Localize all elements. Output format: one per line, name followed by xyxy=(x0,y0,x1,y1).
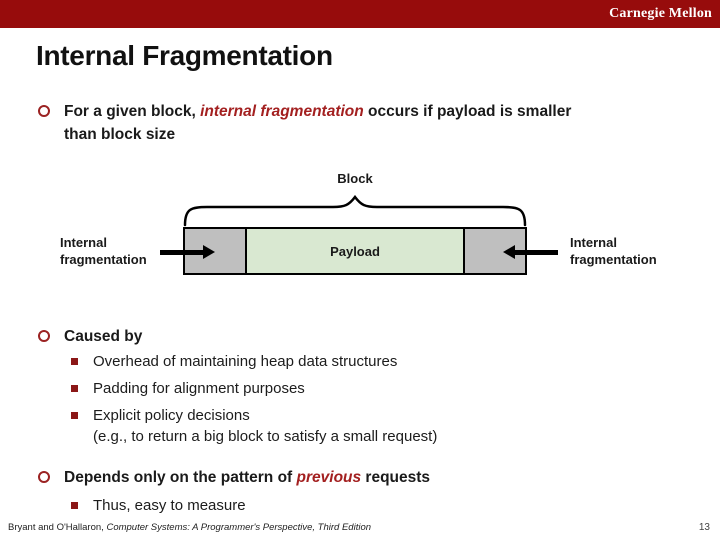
caused-by-heading: Caused by xyxy=(64,328,143,345)
depends-post: requests xyxy=(361,469,431,486)
bullet-depends: Depends only on the pattern of previous … xyxy=(36,466,430,489)
policy-decisions-text: Explicit policy decisions xyxy=(93,407,250,424)
square-bullet-icon xyxy=(71,385,78,392)
square-bullet-icon xyxy=(71,358,78,365)
list-item-text: Explicit policy decisions (e.g., to retu… xyxy=(93,406,437,447)
circle-bullet-icon xyxy=(38,471,50,483)
right-fragmentation-label: Internal fragmentation xyxy=(570,235,657,267)
bullet-definition-text: For a given block, internal fragmentatio… xyxy=(64,100,596,146)
list-item-text: Overhead of maintaining heap data struct… xyxy=(93,353,398,370)
payload-segment: Payload xyxy=(245,229,465,273)
brand-logo-text: Carnegie Mellon xyxy=(609,6,712,21)
list-item: Thus, easy to measure xyxy=(70,496,246,516)
list-item: Overhead of maintaining heap data struct… xyxy=(70,352,437,372)
payload-label: Payload xyxy=(330,243,380,259)
list-item: Explicit policy decisions (e.g., to retu… xyxy=(70,406,437,447)
list-item-text: Thus, easy to measure xyxy=(93,497,246,514)
arrow-left-icon xyxy=(503,245,558,259)
page-number: 13 xyxy=(698,522,710,533)
left-fragmentation-label: Internal fragmentation xyxy=(60,235,147,267)
depends-heading: Depends only on the pattern of previous … xyxy=(64,466,430,489)
footer-citation: Bryant and O'Hallaron, Computer Systems:… xyxy=(8,522,371,533)
header-bar: Carnegie Mellon xyxy=(0,0,720,28)
bullet-caused-by: Caused by xyxy=(36,325,142,348)
definition-emphasis: internal fragmentation xyxy=(200,103,364,120)
curly-brace-icon xyxy=(183,195,527,227)
caused-by-list: Overhead of maintaining heap data struct… xyxy=(70,352,437,454)
citation-author: Bryant and O'Hallaron, xyxy=(8,522,107,533)
square-bullet-icon xyxy=(71,412,78,419)
depends-emphasis: previous xyxy=(296,469,362,486)
arrow-right-icon xyxy=(160,245,215,259)
circle-bullet-icon xyxy=(38,105,50,117)
bullet-definition: For a given block, internal fragmentatio… xyxy=(36,100,596,146)
block-diagram: Payload xyxy=(183,227,527,275)
citation-book-title: Computer Systems: A Programmer's Perspec… xyxy=(106,522,372,533)
list-item-text: Padding for alignment purposes xyxy=(93,380,305,397)
circle-bullet-icon xyxy=(38,330,50,342)
page-title: Internal Fragmentation xyxy=(36,40,333,71)
definition-pre: For a given block, xyxy=(64,103,201,120)
square-bullet-icon xyxy=(71,502,78,509)
depends-pre: Depends only on the pattern of xyxy=(64,469,297,486)
list-item: Padding for alignment purposes xyxy=(70,379,437,399)
diagram-block-label: Block xyxy=(337,171,373,186)
list-item-continuation: (e.g., to return a big block to satisfy … xyxy=(93,428,438,445)
definition-post: occurs if payload is smaller than block … xyxy=(64,103,572,143)
